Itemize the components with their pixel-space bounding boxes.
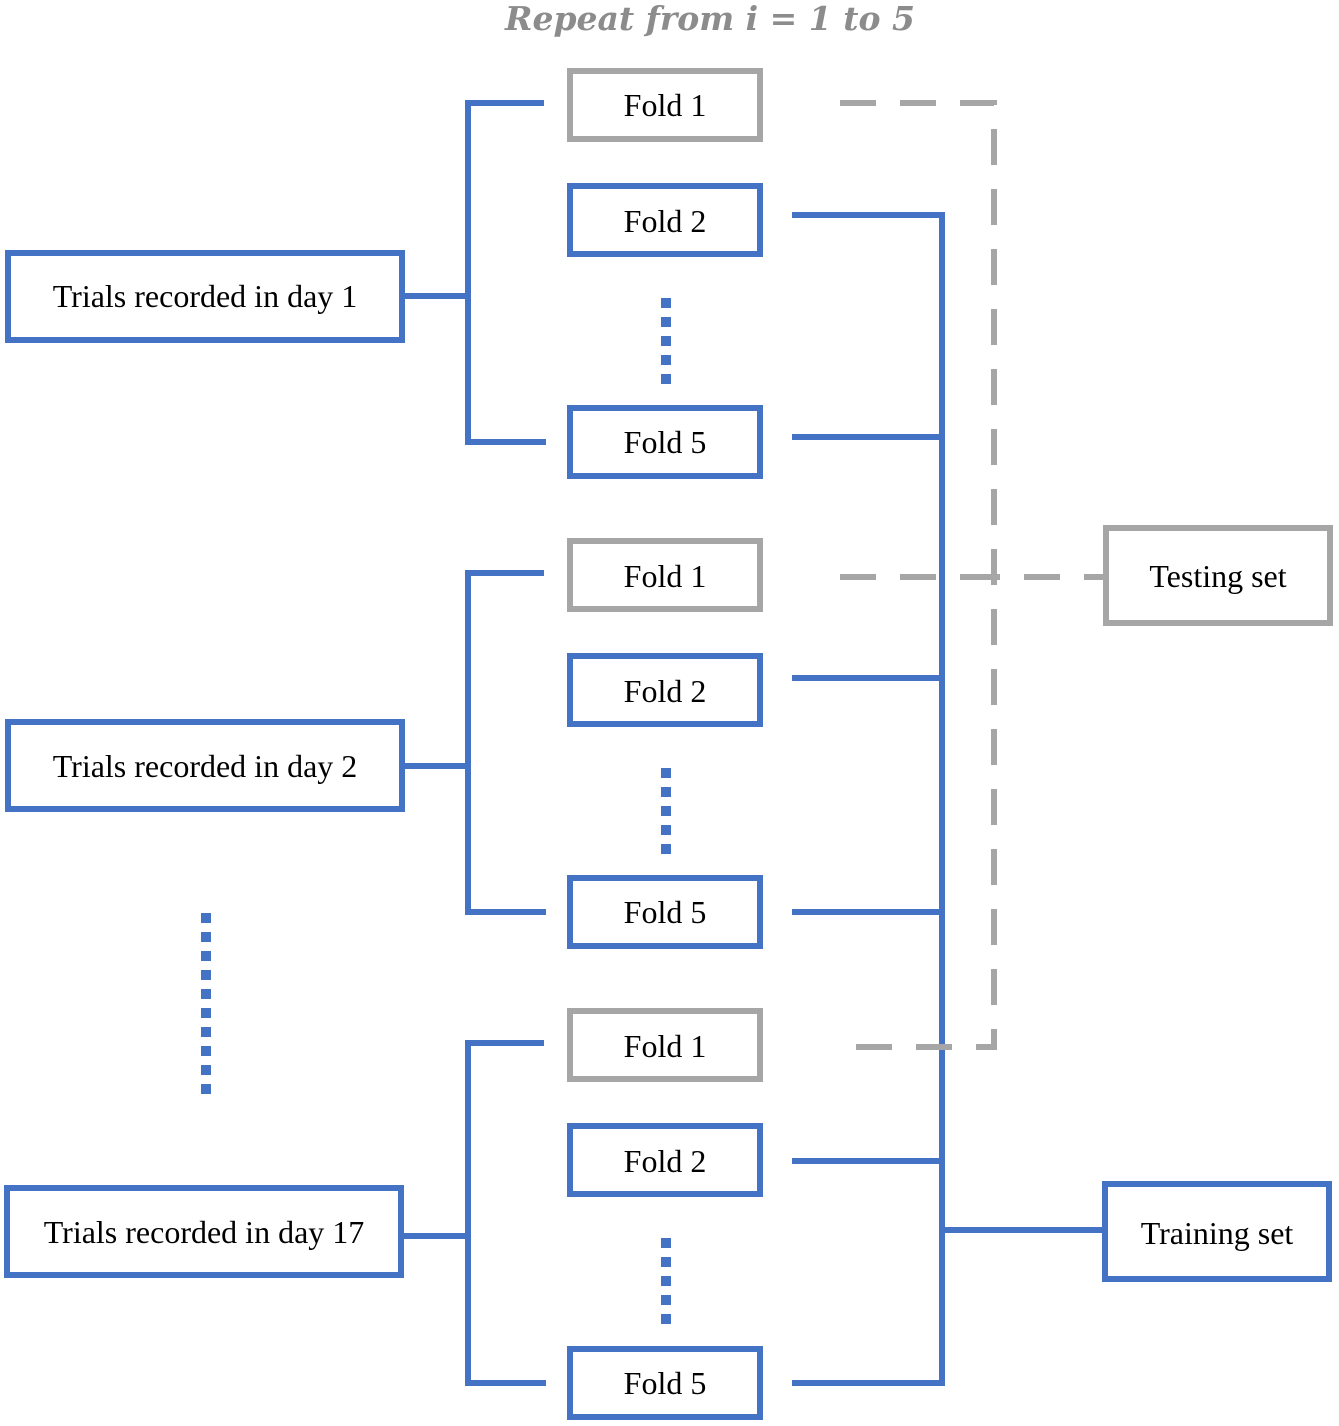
- ellipsis-markers: [201, 298, 671, 1332]
- day-box-label: Trials recorded in day 17: [44, 1214, 365, 1250]
- testing-connectors: [840, 100, 1104, 1050]
- training-connectors: [792, 212, 1104, 1386]
- day-bracket-connectors: [404, 100, 546, 1386]
- testing-set-frame: [1103, 525, 1333, 626]
- fold-box-label: Fold 2: [624, 1143, 707, 1179]
- fold-box: Fold 2: [567, 183, 763, 257]
- fold-box-frame: [567, 875, 763, 949]
- fold-box-label: Fold 1: [624, 87, 707, 123]
- fold-box-frame: [567, 1123, 763, 1197]
- day-box-frame: [5, 719, 405, 812]
- fold-box-label: Fold 1: [624, 1028, 707, 1064]
- fold-box-label: Fold 5: [624, 894, 707, 930]
- fold-box-label: Fold 1: [624, 558, 707, 594]
- fold-box: Fold 5: [567, 405, 763, 479]
- day-box-label: Trials recorded in day 1: [53, 278, 358, 314]
- day-box: Trials recorded in day 1: [5, 250, 405, 343]
- training-trunk-line: [792, 212, 1104, 1386]
- fold-box: Fold 5: [567, 875, 763, 949]
- day-box-frame: [5, 250, 405, 343]
- day-box-label: Trials recorded in day 2: [53, 748, 358, 784]
- training-set-frame: [1102, 1181, 1332, 1282]
- diagram-title: Repeat from i = 1 to 5: [504, 0, 915, 38]
- fold-box-frame: [567, 1008, 763, 1082]
- fold-box-frame: [567, 538, 763, 612]
- day-box-frame: [4, 1185, 404, 1278]
- fold-box-frame: [567, 405, 763, 479]
- fold-box-label: Fold 2: [624, 673, 707, 709]
- fold-box-label: Fold 5: [624, 1365, 707, 1401]
- fold-box: Fold 1: [567, 538, 763, 612]
- fold-box-label: Fold 5: [624, 424, 707, 460]
- training-set-box: Training set: [1102, 1181, 1332, 1282]
- fold-box-frame: [567, 68, 763, 142]
- day-17-bracket: [404, 1040, 546, 1386]
- fold-box: Fold 1: [567, 1008, 763, 1082]
- day-2-bracket: [404, 570, 546, 915]
- testing-set-box: Testing set: [1103, 525, 1333, 626]
- fold-box: Fold 1: [567, 68, 763, 142]
- fold-box-frame: [567, 183, 763, 257]
- fold-box: Fold 5: [567, 1346, 763, 1420]
- day-box: Trials recorded in day 17: [4, 1185, 404, 1278]
- fold-box: Fold 2: [567, 653, 763, 727]
- training-set-label: Training set: [1141, 1215, 1294, 1251]
- fold-box-frame: [567, 653, 763, 727]
- day-box: Trials recorded in day 2: [5, 719, 405, 812]
- testing-set-label: Testing set: [1149, 558, 1286, 594]
- fold-box: Fold 2: [567, 1123, 763, 1197]
- day-1-bracket: [404, 100, 546, 445]
- fold-box-frame: [567, 1346, 763, 1420]
- fold-box-label: Fold 2: [624, 203, 707, 239]
